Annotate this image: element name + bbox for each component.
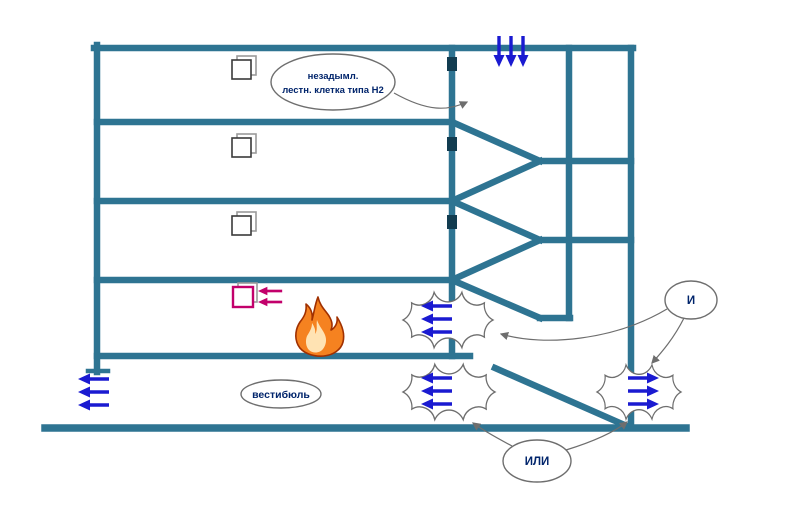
smoke-window-icon bbox=[231, 282, 258, 309]
window-icon bbox=[231, 211, 257, 236]
vestibule-callout: вестибюль bbox=[240, 379, 322, 409]
branch-diagonal bbox=[447, 275, 545, 323]
flame-icon bbox=[295, 296, 345, 357]
window-pane bbox=[231, 285, 255, 309]
and-bubble bbox=[664, 280, 718, 320]
staircase-note-callout: незадымл. лестн. клетка типа Н2 bbox=[270, 53, 469, 111]
window-pane bbox=[231, 215, 252, 236]
window-pane bbox=[231, 137, 252, 158]
or-bubble bbox=[502, 439, 572, 483]
vestibule-bubble bbox=[240, 379, 322, 409]
or-leader-to-duct-fan bbox=[565, 421, 628, 451]
branch-diagonal bbox=[447, 117, 545, 166]
airflow-arrow-icon bbox=[491, 34, 507, 69]
airflow-arrow-icon bbox=[503, 34, 519, 69]
or-label: ИЛИ bbox=[525, 456, 550, 468]
flame-core bbox=[305, 320, 327, 353]
airflow-arrow-icon bbox=[76, 384, 111, 400]
damper-tick bbox=[447, 215, 457, 229]
staircase-note-line1: незадымл. bbox=[308, 71, 359, 82]
and-leader-to-shaft-fan bbox=[499, 308, 668, 341]
building-structure bbox=[41, 41, 690, 432]
shaft-dampers bbox=[447, 57, 457, 229]
vestibule-label: вестибюль bbox=[252, 389, 310, 401]
smoke-arrow-icon bbox=[256, 285, 284, 297]
damper-tick bbox=[447, 57, 457, 71]
or-callout: ИЛИ bbox=[471, 421, 628, 483]
vestibule-duct-diagonal bbox=[490, 363, 634, 432]
branch-diagonal bbox=[447, 196, 545, 245]
window-icon bbox=[231, 133, 257, 158]
staircase-note-bubble bbox=[270, 53, 396, 111]
window-icon bbox=[231, 55, 257, 80]
and-label: И bbox=[687, 295, 695, 307]
airflow-arrow-icon bbox=[515, 34, 531, 69]
window-pane bbox=[231, 59, 252, 80]
smoke-arrow-icon bbox=[256, 296, 284, 308]
and-callout: И bbox=[499, 280, 718, 364]
airflow-arrow-icon bbox=[76, 397, 111, 413]
smoke-arrows bbox=[256, 285, 284, 308]
branch-diagonal bbox=[447, 235, 545, 285]
or-leader-to-lower-fan bbox=[471, 422, 513, 447]
and-leader-to-duct-fan bbox=[651, 317, 685, 364]
airflow-arrow-icon bbox=[76, 371, 111, 387]
damper-tick bbox=[447, 137, 457, 151]
staircase-note-leader bbox=[393, 92, 469, 109]
staircase-note-line2: лестн. клетка типа Н2 bbox=[282, 85, 384, 96]
branch-diagonal bbox=[447, 156, 545, 206]
